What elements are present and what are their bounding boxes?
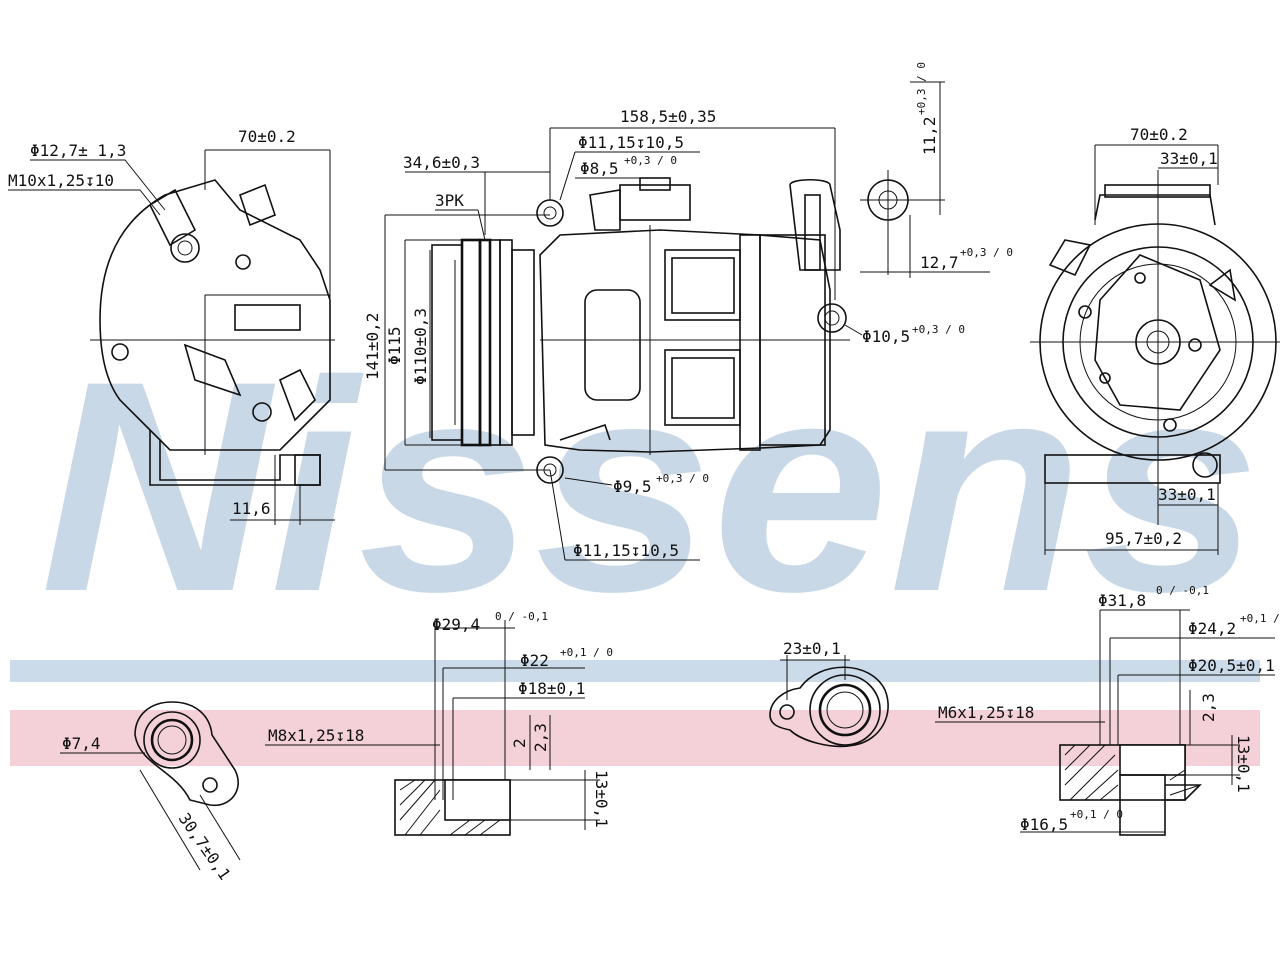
front-pulley-inner-label: Φ110±0,3 [411, 308, 430, 385]
dim-13b-label: 13±0,1 [1234, 735, 1253, 793]
port-vertical-label: 11,2 [920, 116, 939, 155]
dia-165-label: Φ16,5 [1020, 815, 1068, 834]
dim-23a-label: 2,3 [531, 723, 550, 752]
dia-22-tol: +0,1 / 0 [560, 646, 613, 659]
dia-22-label: Φ22 [520, 651, 549, 670]
front-bottom-hole-tol: +0,3 / 0 [656, 472, 709, 485]
left-hole-label: Φ12,7± 1,3 [30, 141, 126, 160]
right-bottom-offset-label: 33±0,1 [1158, 485, 1216, 504]
fitting-detail-center: 23±0,1 [769, 639, 889, 748]
dia-165-tol: +0,1 / 0 [1070, 808, 1123, 821]
right-width-label: 70±0.2 [1130, 125, 1188, 144]
fitting-section-b: Φ31,8 0 / -0,1 Φ24,2 +0,1 / 0 Φ20,5±0,1 … [935, 584, 1280, 836]
left-width-label: 70±0.2 [238, 127, 296, 146]
right-side-view: 70±0.2 33±0,1 33±0,1 95,7±0,2 [1030, 125, 1280, 555]
thread-a-label: M8x1,25↧18 [268, 726, 364, 745]
left-offset-label: 11,6 [232, 499, 271, 518]
dia-205-label: Φ20,5±0,1 [1188, 656, 1275, 675]
port-vertical-tol: +0,3 / 0 [915, 62, 928, 115]
port-horizontal-label: 12,7 [920, 253, 959, 272]
left-thread-label: M10x1,25↧10 [8, 171, 114, 190]
front-view: 158,5±0,35 Φ11,15↧10,5 Φ8,5 +0,3 / 0 34,… [363, 107, 965, 561]
front-height-label: 141±0,2 [363, 313, 382, 380]
front-hole-top-small-tol: +0,3 / 0 [624, 154, 677, 167]
dia-318-tol: 0 / -0,1 [1156, 584, 1209, 597]
dia-242-label: Φ24,2 [1188, 619, 1236, 638]
left-fitting-distance-label: 30,7±0,1 [175, 809, 235, 883]
right-top-offset-label: 33±0,1 [1160, 149, 1218, 168]
watermark-band-pink [10, 710, 1260, 766]
front-hole-bottom-label: Φ11,15↧10,5 [573, 541, 679, 560]
right-depth-label: 95,7±0,2 [1105, 529, 1182, 548]
belt-label: 3PK [435, 191, 464, 210]
dim-13a-label: 13±0,1 [592, 770, 611, 828]
dia-242-tol: +0,1 / 0 [1240, 612, 1280, 625]
front-clutch-offset-label: 34,6±0,3 [403, 153, 480, 172]
left-fitting-hole-label: Φ7,4 [62, 734, 101, 753]
dim-23-pitch-label: 23±0,1 [783, 639, 841, 658]
dia-294-tol: 0 / -0,1 [495, 610, 548, 623]
front-length-label: 158,5±0,35 [620, 107, 716, 126]
fitting-section-a: Φ29,4 0 / -0,1 Φ22 +0,1 / 0 Φ18±0,1 M8x1… [265, 610, 613, 836]
front-pulley-label: Φ115 [385, 326, 404, 365]
watermark-band-blue [10, 660, 1260, 682]
thread-b-label: M6x1,25↧18 [938, 703, 1034, 722]
front-right-hole-label: Φ10,5 [862, 327, 910, 346]
front-right-hole-tol: +0,3 / 0 [912, 323, 965, 336]
dia-318-label: Φ31,8 [1098, 591, 1146, 610]
front-hole-top-small-label: Φ8,5 [580, 159, 619, 178]
port-horizontal-tol: +0,3 / 0 [960, 246, 1013, 259]
front-bottom-hole-label: Φ9,5 [613, 477, 652, 496]
port-detail: 11,2 +0,3 / 0 12,7 +0,3 / 0 [860, 62, 1013, 278]
dia-294-label: Φ29,4 [432, 615, 480, 634]
dim-23b-label: 2,3 [1199, 693, 1218, 722]
dim-2-label: 2 [510, 738, 529, 748]
front-hole-top-label: Φ11,15↧10,5 [578, 133, 684, 152]
left-side-view: 70±0.2 Φ12,7± 1,3 M10x1,25↧10 11,6 [8, 127, 335, 525]
dia-18-label: Φ18±0,1 [518, 679, 585, 698]
